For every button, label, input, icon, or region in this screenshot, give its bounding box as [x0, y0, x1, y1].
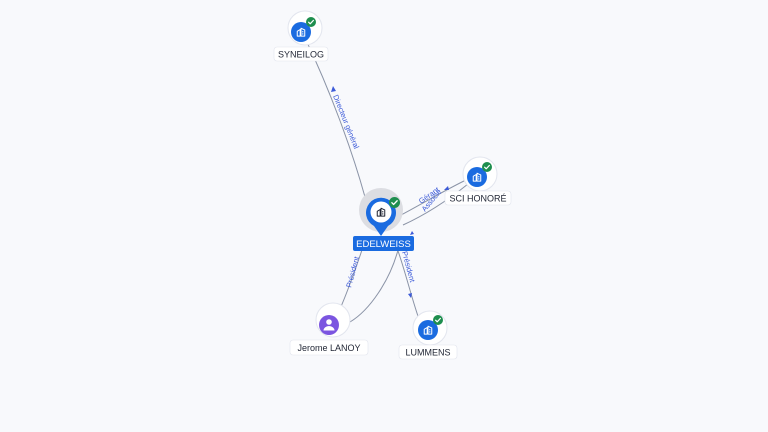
node-label-edelweiss: EDELWEISS: [356, 239, 411, 250]
verified-check-icon: [389, 197, 400, 208]
node-label-sci-honore: SCI HONORÉ: [449, 194, 506, 204]
node-edelweiss[interactable]: EDELWEISS: [353, 188, 414, 251]
node-jerome-lanoy[interactable]: Jerome LANOY: [289, 302, 369, 356]
node-syneilog[interactable]: SYNEILOG: [273, 10, 329, 62]
node-lummens[interactable]: LUMMENS: [398, 310, 458, 360]
node-sci-honore[interactable]: SCI HONORÉ: [444, 156, 512, 206]
verified-check-icon: [306, 17, 316, 27]
edge-syneilog: Directeur général: [304, 37, 366, 198]
edge-label-jerome: Président: [344, 255, 361, 289]
edge-label-lummens: Président: [400, 250, 417, 284]
node-label-lummens: LUMMENS: [405, 348, 450, 358]
person-icon: [323, 319, 335, 331]
edge-lummens: Président: [396, 247, 421, 323]
node-label-jerome-lanoy: Jerome LANOY: [297, 343, 360, 353]
edge-label-syneilog: Directeur général: [331, 93, 361, 150]
verified-check-icon: [433, 315, 443, 325]
verified-check-icon: [482, 162, 492, 172]
edge-sci-honore: Gérant Associé: [400, 177, 471, 235]
node-label-syneilog: SYNEILOG: [278, 50, 324, 60]
